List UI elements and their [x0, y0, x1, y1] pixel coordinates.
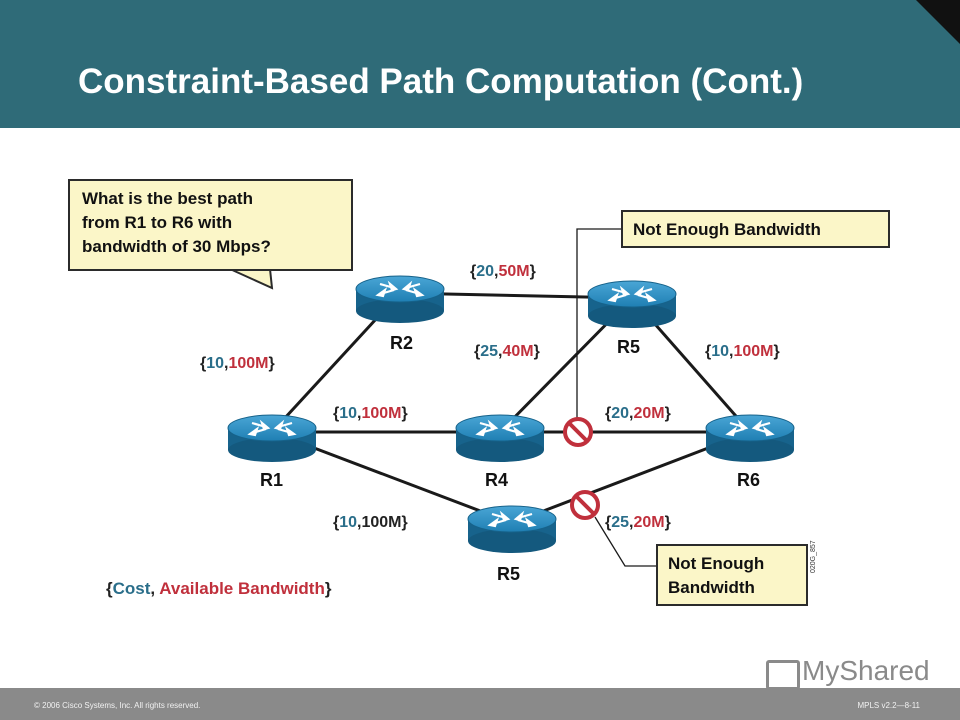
link-bandwidth: 100M [361, 514, 402, 531]
link-cost: 20 [476, 263, 495, 280]
link-label-r5-r6: {10,100M} [705, 343, 780, 360]
link-label-r1-r5b: {10,100M} [333, 514, 408, 531]
question-line-1: What is the best path [82, 189, 253, 208]
footer-copyright: © 2006 Cisco Systems, Inc. All rights re… [34, 701, 201, 710]
link-cost: 10 [339, 514, 358, 531]
router-label-r6: R6 [737, 470, 761, 490]
corner-decoration [916, 0, 960, 44]
router-label-r1: R1 [260, 470, 284, 490]
link-cost: 10 [711, 343, 730, 360]
link-bandwidth: 20M [633, 514, 665, 531]
link-cost: 25 [480, 343, 499, 360]
router-r5-bottom-icon [466, 504, 558, 555]
legend-cost: Cost [112, 579, 151, 598]
link-label-r5b-r6: {25,20M} [605, 514, 671, 531]
link-cost: 10 [206, 355, 225, 372]
callout-bottom-line-1: Not Enough [668, 554, 765, 573]
link-bandwidth: 100M [361, 405, 402, 422]
watermark-logo-icon [766, 660, 800, 690]
footer-course: MPLS v2.2—8-11 [857, 701, 920, 710]
title-bar [0, 0, 960, 128]
router-r5-top-icon [586, 279, 678, 330]
router-r6-icon [704, 413, 796, 464]
link-label-r4-r5: {25,40M} [474, 343, 540, 360]
router-r4-icon [454, 413, 546, 464]
link-bandwidth: 50M [498, 263, 530, 280]
callout-bottom-leader [594, 516, 656, 567]
diagram-legend: {Cost, Available Bandwidth} [106, 579, 332, 598]
link-label-r1-r2: {10,100M} [200, 355, 275, 372]
router-label-r4: R4 [485, 470, 509, 490]
link-bandwidth: 20M [633, 405, 665, 422]
router-label-r2: R2 [390, 333, 414, 353]
link-label-r2-r5: {20,50M} [470, 263, 536, 280]
not-enough-bandwidth-callout-bottom: Not Enough Bandwidth [656, 544, 808, 606]
link-bandwidth: 100M [733, 343, 774, 360]
callout-top-text: Not Enough Bandwidth [633, 220, 821, 239]
prohibited-icon-r4-r6 [563, 417, 593, 447]
watermark: MyShared [802, 655, 930, 686]
router-label-r5-bottom: R5 [497, 564, 521, 584]
router-r2-icon [354, 274, 446, 325]
router-r1-icon [226, 413, 318, 464]
legend-bandwidth: Available Bandwidth [159, 579, 325, 598]
question-pointer [229, 268, 274, 290]
page-title: Constraint-Based Path Computation (Cont.… [78, 62, 804, 101]
prohibited-icon-r5b-r6 [570, 490, 600, 520]
link-cost: 20 [611, 405, 630, 422]
link-bandwidth: 40M [502, 343, 534, 360]
callout-top-leader [576, 228, 621, 420]
not-enough-bandwidth-callout-top: Not Enough Bandwidth [621, 210, 890, 248]
link-bandwidth: 100M [228, 355, 269, 372]
link-cost: 25 [611, 514, 630, 531]
question-callout: What is the best path from R1 to R6 with… [68, 179, 353, 271]
diagram-id: 020G_857 [810, 540, 817, 573]
router-label-r5-top: R5 [617, 337, 641, 357]
question-line-2: from R1 to R6 with [82, 213, 233, 232]
question-line-3: bandwidth of 30 Mbps? [82, 237, 271, 256]
footer-bar [0, 688, 960, 720]
link-label-r1-r4: {10,100M} [333, 405, 408, 422]
link-label-r4-r6: {20,20M} [605, 405, 671, 422]
callout-bottom-line-2: Bandwidth [668, 578, 755, 597]
link-cost: 10 [339, 405, 358, 422]
